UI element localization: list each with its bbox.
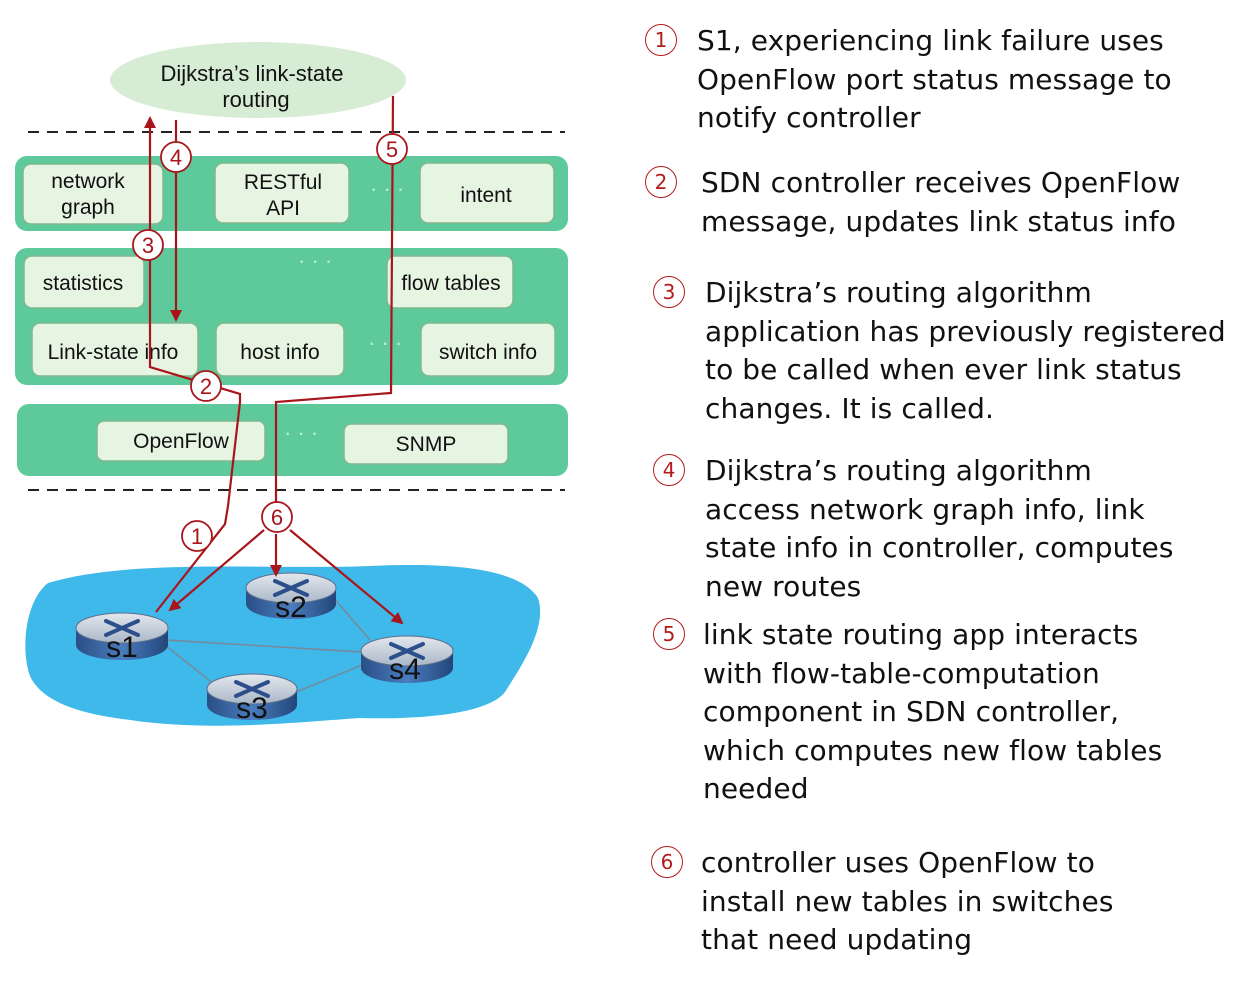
- step-3-number: 3: [653, 276, 685, 308]
- app-ellipse: [110, 42, 406, 118]
- restful-api-label-1: RESTful: [244, 171, 322, 194]
- switch-s1-label: s1: [106, 631, 138, 664]
- step-marker-2: 2: [190, 370, 222, 402]
- openflow-label: OpenFlow: [133, 430, 230, 453]
- svg-text:4: 4: [170, 145, 182, 170]
- restful-api-box: RESTful API: [214, 162, 350, 224]
- switch-s2: s2: [245, 572, 337, 624]
- flow-path-5-6: [274, 95, 395, 520]
- router-x-icon: [273, 579, 309, 597]
- step-5-number: 5: [653, 618, 685, 650]
- step-marker-4: 4: [160, 141, 192, 173]
- flow-tables-box: flow tables: [386, 255, 514, 309]
- flow-tables-label: flow tables: [401, 272, 500, 295]
- step-marker-3: 3: [132, 229, 164, 261]
- switch-s1: s1: [75, 612, 169, 664]
- svg-text:6: 6: [271, 505, 283, 530]
- network-graph-label-1: network: [51, 170, 125, 193]
- statistics-box: statistics: [23, 255, 145, 309]
- switch-links: [164, 595, 371, 693]
- switch-s3: s3: [206, 673, 298, 725]
- link-state-info-label: Link-state info: [48, 341, 179, 364]
- snmp-box: SNMP: [343, 423, 509, 465]
- flow-arrow-6-s1: [168, 529, 265, 612]
- openflow-box: OpenFlow: [96, 420, 266, 462]
- link-state-info-box: Link-state info: [31, 322, 199, 377]
- ellipsis-core-bottom: · · ·: [368, 330, 402, 355]
- app-label-line-1: Dijkstra’s link-state: [161, 61, 344, 86]
- step-2-number: 2: [645, 166, 677, 198]
- switch-info-label: switch info: [439, 341, 537, 364]
- flow-arrow-6-s4: [289, 529, 404, 625]
- switch-s4-label: s4: [389, 653, 421, 686]
- step-marker-1: 1: [181, 520, 213, 552]
- intent-box: intent: [419, 162, 555, 224]
- statistics-label: statistics: [43, 272, 124, 295]
- restful-api-label-2: API: [266, 197, 300, 220]
- app-label-line-2: routing: [222, 87, 289, 112]
- svg-text:2: 2: [200, 374, 212, 399]
- network-graph-box: network graph: [22, 163, 164, 225]
- router-x-icon: [234, 680, 270, 698]
- ellipsis-core-top: · · ·: [298, 248, 332, 273]
- router-x-icon: [104, 619, 140, 637]
- switch-s3-label: s3: [236, 692, 268, 725]
- switch-s2-label: s2: [275, 591, 307, 624]
- step-4-number: 4: [653, 454, 685, 486]
- host-info-label: host info: [240, 341, 319, 364]
- step-6-number: 6: [651, 846, 683, 878]
- network-graph-label-2: graph: [61, 196, 115, 219]
- svg-text:1: 1: [191, 524, 203, 549]
- switch-info-box: switch info: [420, 322, 556, 377]
- network-cloud: [25, 565, 541, 726]
- snmp-label: SNMP: [396, 433, 457, 456]
- host-info-box: host info: [215, 322, 345, 377]
- flow-path-1-2-3: [144, 116, 242, 613]
- intent-label: intent: [460, 184, 512, 207]
- svg-text:3: 3: [142, 233, 154, 258]
- step-marker-6: 6: [261, 501, 293, 533]
- step-marker-5: 5: [376, 133, 408, 165]
- router-x-icon: [389, 642, 425, 660]
- ellipsis-northbound: · · ·: [370, 176, 404, 201]
- ellipsis-southbound: · · ·: [284, 420, 318, 445]
- switch-s4: s4: [360, 635, 454, 686]
- svg-text:5: 5: [386, 137, 398, 162]
- step-1-number: 1: [645, 24, 677, 56]
